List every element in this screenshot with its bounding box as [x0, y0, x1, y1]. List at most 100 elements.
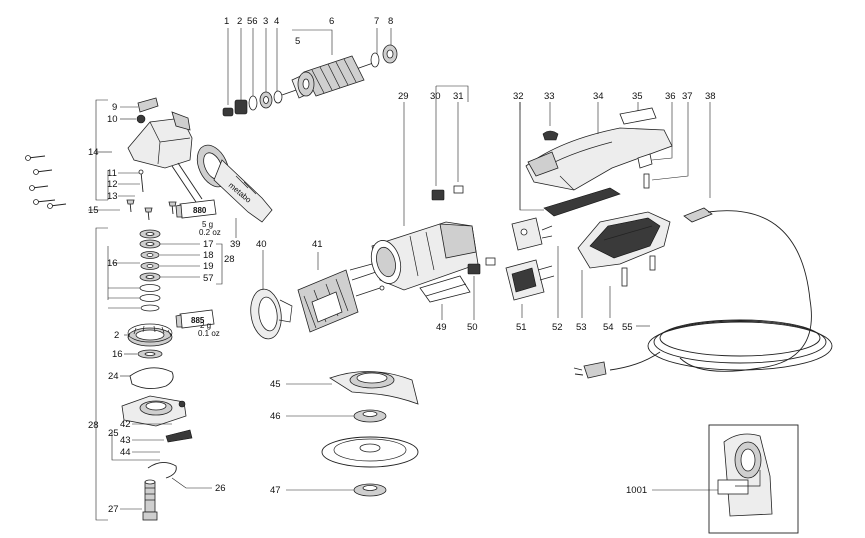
grease-tube-880-amount-oz: 0.2 oz: [199, 228, 221, 237]
label-8: 8: [388, 16, 393, 27]
part-51-electronics: [505, 259, 555, 301]
label-53: 53: [576, 322, 587, 333]
label-16: 16: [107, 258, 118, 269]
part-9-clip: [137, 97, 159, 113]
label-36: 36: [665, 91, 676, 102]
part-27-spindle: [142, 479, 158, 521]
part-36-clip: [637, 153, 653, 169]
label-6: 6: [329, 16, 334, 27]
label-43: 43: [120, 435, 131, 446]
label-12: 12: [107, 179, 118, 190]
grease-tube-885-label: 885: [191, 316, 205, 325]
label-46: 46: [270, 411, 281, 422]
part-10-button: [136, 114, 146, 124]
part-40-baffle: [250, 288, 293, 340]
label-51: 51: [516, 322, 527, 333]
part-4-washer: [273, 90, 283, 104]
label-1001: 1001: [626, 485, 647, 496]
part-7-washer: [370, 52, 380, 68]
label-17: 17: [203, 239, 214, 250]
label-42: 42: [120, 419, 131, 430]
part-35-label-plate: [619, 107, 657, 125]
label-28b: 28: [88, 420, 99, 431]
label-37: 37: [682, 91, 693, 102]
grease-tube-885-amount-oz: 0.1 oz: [198, 329, 220, 338]
grease-tube-880-label: 880: [193, 206, 207, 215]
part-39-side-handle: metabo: [196, 144, 273, 238]
label-26: 26: [215, 483, 226, 494]
part-42-bearing-flange: [121, 395, 187, 427]
label-10: 10: [107, 114, 118, 125]
handle-group: [519, 102, 689, 318]
label-29: 29: [398, 91, 409, 102]
label-33: 33: [544, 91, 555, 102]
label-24: 24: [108, 371, 119, 382]
label-19: 19: [203, 261, 214, 272]
grease-tube-880-amount-g: 5 g: [202, 220, 213, 229]
label-31: 31: [453, 91, 464, 102]
part-53-lower-shell: [577, 211, 671, 269]
armature-group: [222, 28, 398, 117]
label-41: 41: [312, 239, 323, 250]
inset-1001: [652, 424, 799, 534]
label-7: 7: [374, 16, 379, 27]
guard-group: [286, 371, 419, 497]
part-2-bevel-gear: [127, 323, 173, 347]
part-29-motor-housing: [370, 85, 496, 320]
part-2-pinion: [234, 99, 248, 115]
part-47-clamping-nut: [353, 483, 387, 497]
label-40: 40: [256, 239, 267, 250]
grease-tube-885-amount-g: 2 g: [200, 321, 211, 330]
label-44: 44: [120, 447, 131, 458]
part-24-gasket: [129, 367, 174, 389]
label-3: 3: [263, 16, 268, 27]
label-35: 35: [632, 91, 643, 102]
label-14: 14: [88, 147, 99, 158]
label-32: 32: [513, 91, 524, 102]
label-55: 55: [622, 322, 633, 333]
spindle-stack-group: 885 2 g 0.1 oz: [95, 227, 223, 521]
label-25: 25: [108, 428, 119, 439]
part-45-wheel-guard: [329, 371, 419, 405]
label-16b: 16: [112, 349, 123, 360]
label-4: 4: [274, 16, 279, 27]
label-45: 45: [270, 379, 281, 390]
gear-housing-cover: [127, 111, 193, 169]
label-52: 52: [552, 322, 563, 333]
part-5-armature: [281, 55, 377, 99]
label-27: 27: [108, 504, 119, 515]
part-43-lever: [165, 429, 193, 443]
label-9: 9: [112, 102, 117, 113]
grease-tube-885: 885 2 g 0.1 oz: [175, 309, 220, 338]
label-13: 13: [107, 191, 118, 202]
label-30: 30: [430, 91, 441, 102]
label-18: 18: [203, 250, 214, 261]
part-32-switch-slide: [543, 187, 621, 217]
part-1-bearing-nut: [222, 107, 234, 117]
part-labels: 1 2 56 3 4 6 5 7 8 29 30 31 32 33 34 35 …: [88, 16, 716, 515]
part-37-screw: [643, 173, 650, 189]
part-56-washer: [248, 95, 258, 111]
part-33-button: [542, 130, 559, 141]
label-47: 47: [270, 485, 281, 496]
part-46-support-flange: [353, 409, 387, 423]
grease-tube-880: 880 5 g 0.2 oz: [175, 199, 221, 237]
part-49-filter: [419, 275, 471, 303]
label-34: 34: [593, 91, 604, 102]
switch-group: [505, 102, 559, 318]
motor-group: [250, 250, 385, 340]
label-50: 50: [467, 322, 478, 333]
label-5: 5: [295, 36, 300, 47]
part-30-brush-holder: [431, 189, 445, 201]
label-1: 1: [224, 16, 229, 27]
part-31-carbon-brush: [453, 185, 464, 194]
label-2: 2: [237, 16, 242, 27]
label-38: 38: [705, 91, 716, 102]
part-41-field: [297, 261, 385, 333]
grinding-disc: [321, 436, 419, 468]
label-54: 54: [603, 322, 614, 333]
part-26-circlip: [147, 462, 177, 479]
label-49: 49: [436, 322, 447, 333]
part-52-switch: [511, 217, 553, 251]
